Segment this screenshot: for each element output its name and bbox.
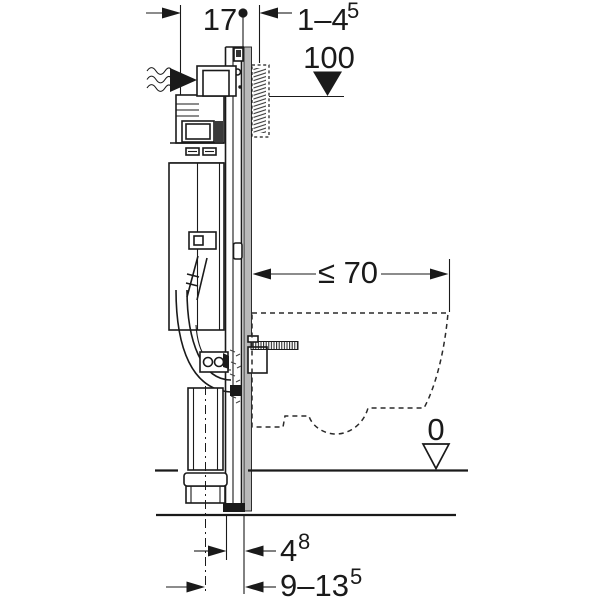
level-triangle-filled-icon	[313, 71, 342, 96]
level-marker-0: 0	[421, 412, 451, 471]
dim-label-17: 17	[203, 2, 237, 37]
level-triangle-open-icon	[421, 443, 451, 471]
threaded-rod-bar	[250, 341, 299, 350]
dim-arrow-right-icon	[162, 7, 181, 19]
dim-arrow-left-icon	[245, 545, 264, 557]
water-supply-arrow	[146, 67, 197, 92]
wall-section-band	[243, 46, 252, 512]
dimension-offset-range: 9–13 5	[166, 564, 362, 600]
rail-foot	[223, 503, 245, 512]
level-label-0: 0	[427, 412, 444, 447]
water-wave	[146, 84, 172, 92]
dim-label-4-8: 4	[280, 533, 297, 568]
flush-plate-area	[251, 64, 270, 138]
mounting-bracket	[199, 351, 229, 373]
frame-rail	[223, 46, 245, 512]
dimension-frame-depth: 17	[146, 2, 237, 95]
rail-cutout	[232, 242, 243, 260]
plate-dashed-outline	[251, 64, 270, 138]
fill-valve-inner	[202, 69, 230, 97]
pan-profile	[251, 312, 449, 435]
fixation-tab	[247, 335, 259, 343]
down-pipe-wall	[196, 257, 208, 301]
bracket-bolt-hole	[202, 356, 214, 368]
dim-arrow-right-icon	[430, 268, 449, 280]
valve-clip	[214, 121, 223, 142]
bracket-wedge	[223, 353, 229, 369]
water-wave	[146, 75, 172, 84]
pipe-wall-connector	[230, 385, 242, 396]
dim-arrow-right-icon	[208, 545, 227, 557]
level-label-100: 100	[303, 40, 355, 75]
pipe-coupling	[186, 273, 200, 278]
pipe-coupling	[185, 282, 199, 287]
dimension-offset-small: 4 8	[194, 386, 310, 594]
wall-layer	[243, 46, 252, 512]
reference-dot-icon	[238, 8, 248, 18]
plate-hatch	[253, 68, 266, 133]
dim-label-70: ≤ 70	[318, 255, 378, 290]
down-pipe-wall	[186, 255, 199, 298]
dim-arrow-left-icon	[252, 268, 271, 280]
dim-label-1-45: 1–4	[297, 2, 349, 37]
threaded-rod	[247, 335, 299, 374]
water-supply-arrow-icon	[170, 68, 197, 92]
dim-label-9-135: 9–13	[280, 568, 349, 600]
rail-pin	[238, 85, 242, 89]
wc-pan-outline	[251, 312, 449, 435]
dim-label-9-135-sup: 5	[350, 564, 362, 589]
flush-valve-window	[185, 123, 211, 140]
bend-mid-arc	[186, 289, 232, 381]
fixation-block	[247, 346, 268, 374]
water-wave	[146, 67, 172, 75]
bracket-bolt-hole	[213, 356, 225, 368]
dim-arrow-left-icon	[245, 581, 264, 593]
dimension-pan-projection: ≤ 70	[252, 255, 451, 312]
dim-arrow-left-icon	[259, 7, 278, 19]
dim-arrow-right-icon	[186, 581, 205, 593]
dimension-finish-thickness: 1–4 5	[238, 0, 359, 63]
level-marker-100: 100	[269, 40, 355, 98]
dim-label-4-8-sup: 8	[298, 529, 310, 554]
dim-label-1-45-sup: 5	[347, 0, 359, 23]
anchor-speckles	[229, 349, 242, 404]
rail-fastener-core	[236, 50, 241, 57]
outlet-detail	[193, 235, 204, 246]
cistern	[168, 65, 237, 331]
